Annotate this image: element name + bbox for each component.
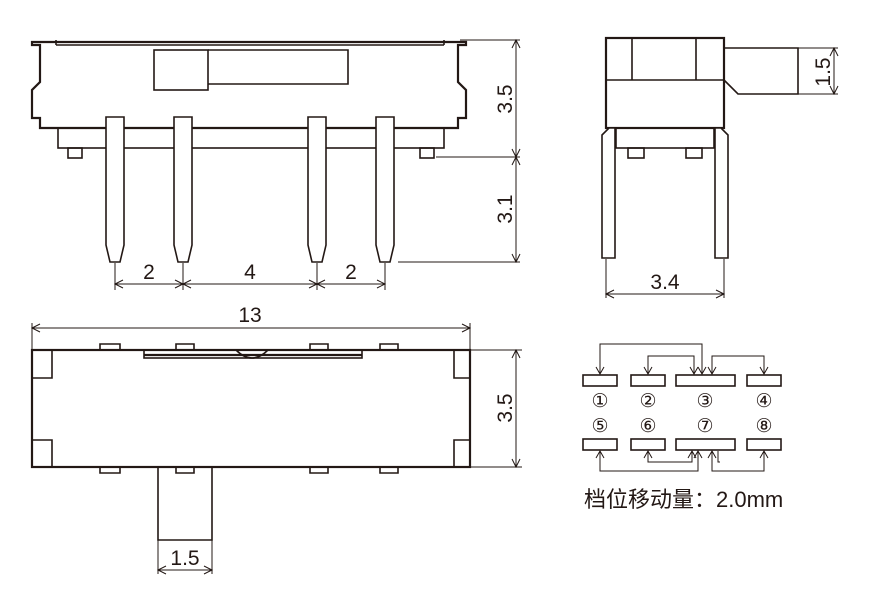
top-height-label: 3.5 — [494, 393, 517, 422]
switch-schematic: ① ② ③ ④ ⑤ ⑥ ⑦ ⑧ 档位移动量：2.0mm — [582, 343, 783, 512]
pin-3-label: ③ — [696, 391, 713, 412]
pin-7-label: ⑦ — [696, 416, 713, 437]
front-view: 3.5 3.1 2 4 2 — [30, 38, 521, 290]
top-length-label: 13 — [238, 304, 261, 327]
front-pitch-right-label: 2 — [345, 261, 357, 284]
pin-2-label: ② — [639, 391, 656, 412]
top-actuator-width-label: 1.5 — [170, 547, 199, 570]
front-height-label: 3.5 — [494, 84, 517, 113]
side-width-label: 3.4 — [650, 271, 680, 294]
top-view: 13 3.5 1.5 — [30, 304, 522, 575]
pin-6-label: ⑥ — [639, 416, 656, 437]
pin-4-label: ④ — [755, 391, 772, 412]
pin-1-label: ① — [591, 391, 608, 412]
pin-8-label: ⑧ — [755, 416, 772, 437]
side-view: 1.5 3.4 — [601, 36, 839, 299]
side-actuator-label: 1.5 — [812, 57, 835, 86]
front-pin-height-label: 3.1 — [494, 194, 517, 223]
front-pitch-left-label: 2 — [143, 261, 155, 284]
front-pitch-middle-label: 4 — [244, 261, 256, 284]
pin-5-label: ⑤ — [591, 416, 608, 437]
travel-note: 档位移动量：2.0mm — [584, 487, 783, 512]
